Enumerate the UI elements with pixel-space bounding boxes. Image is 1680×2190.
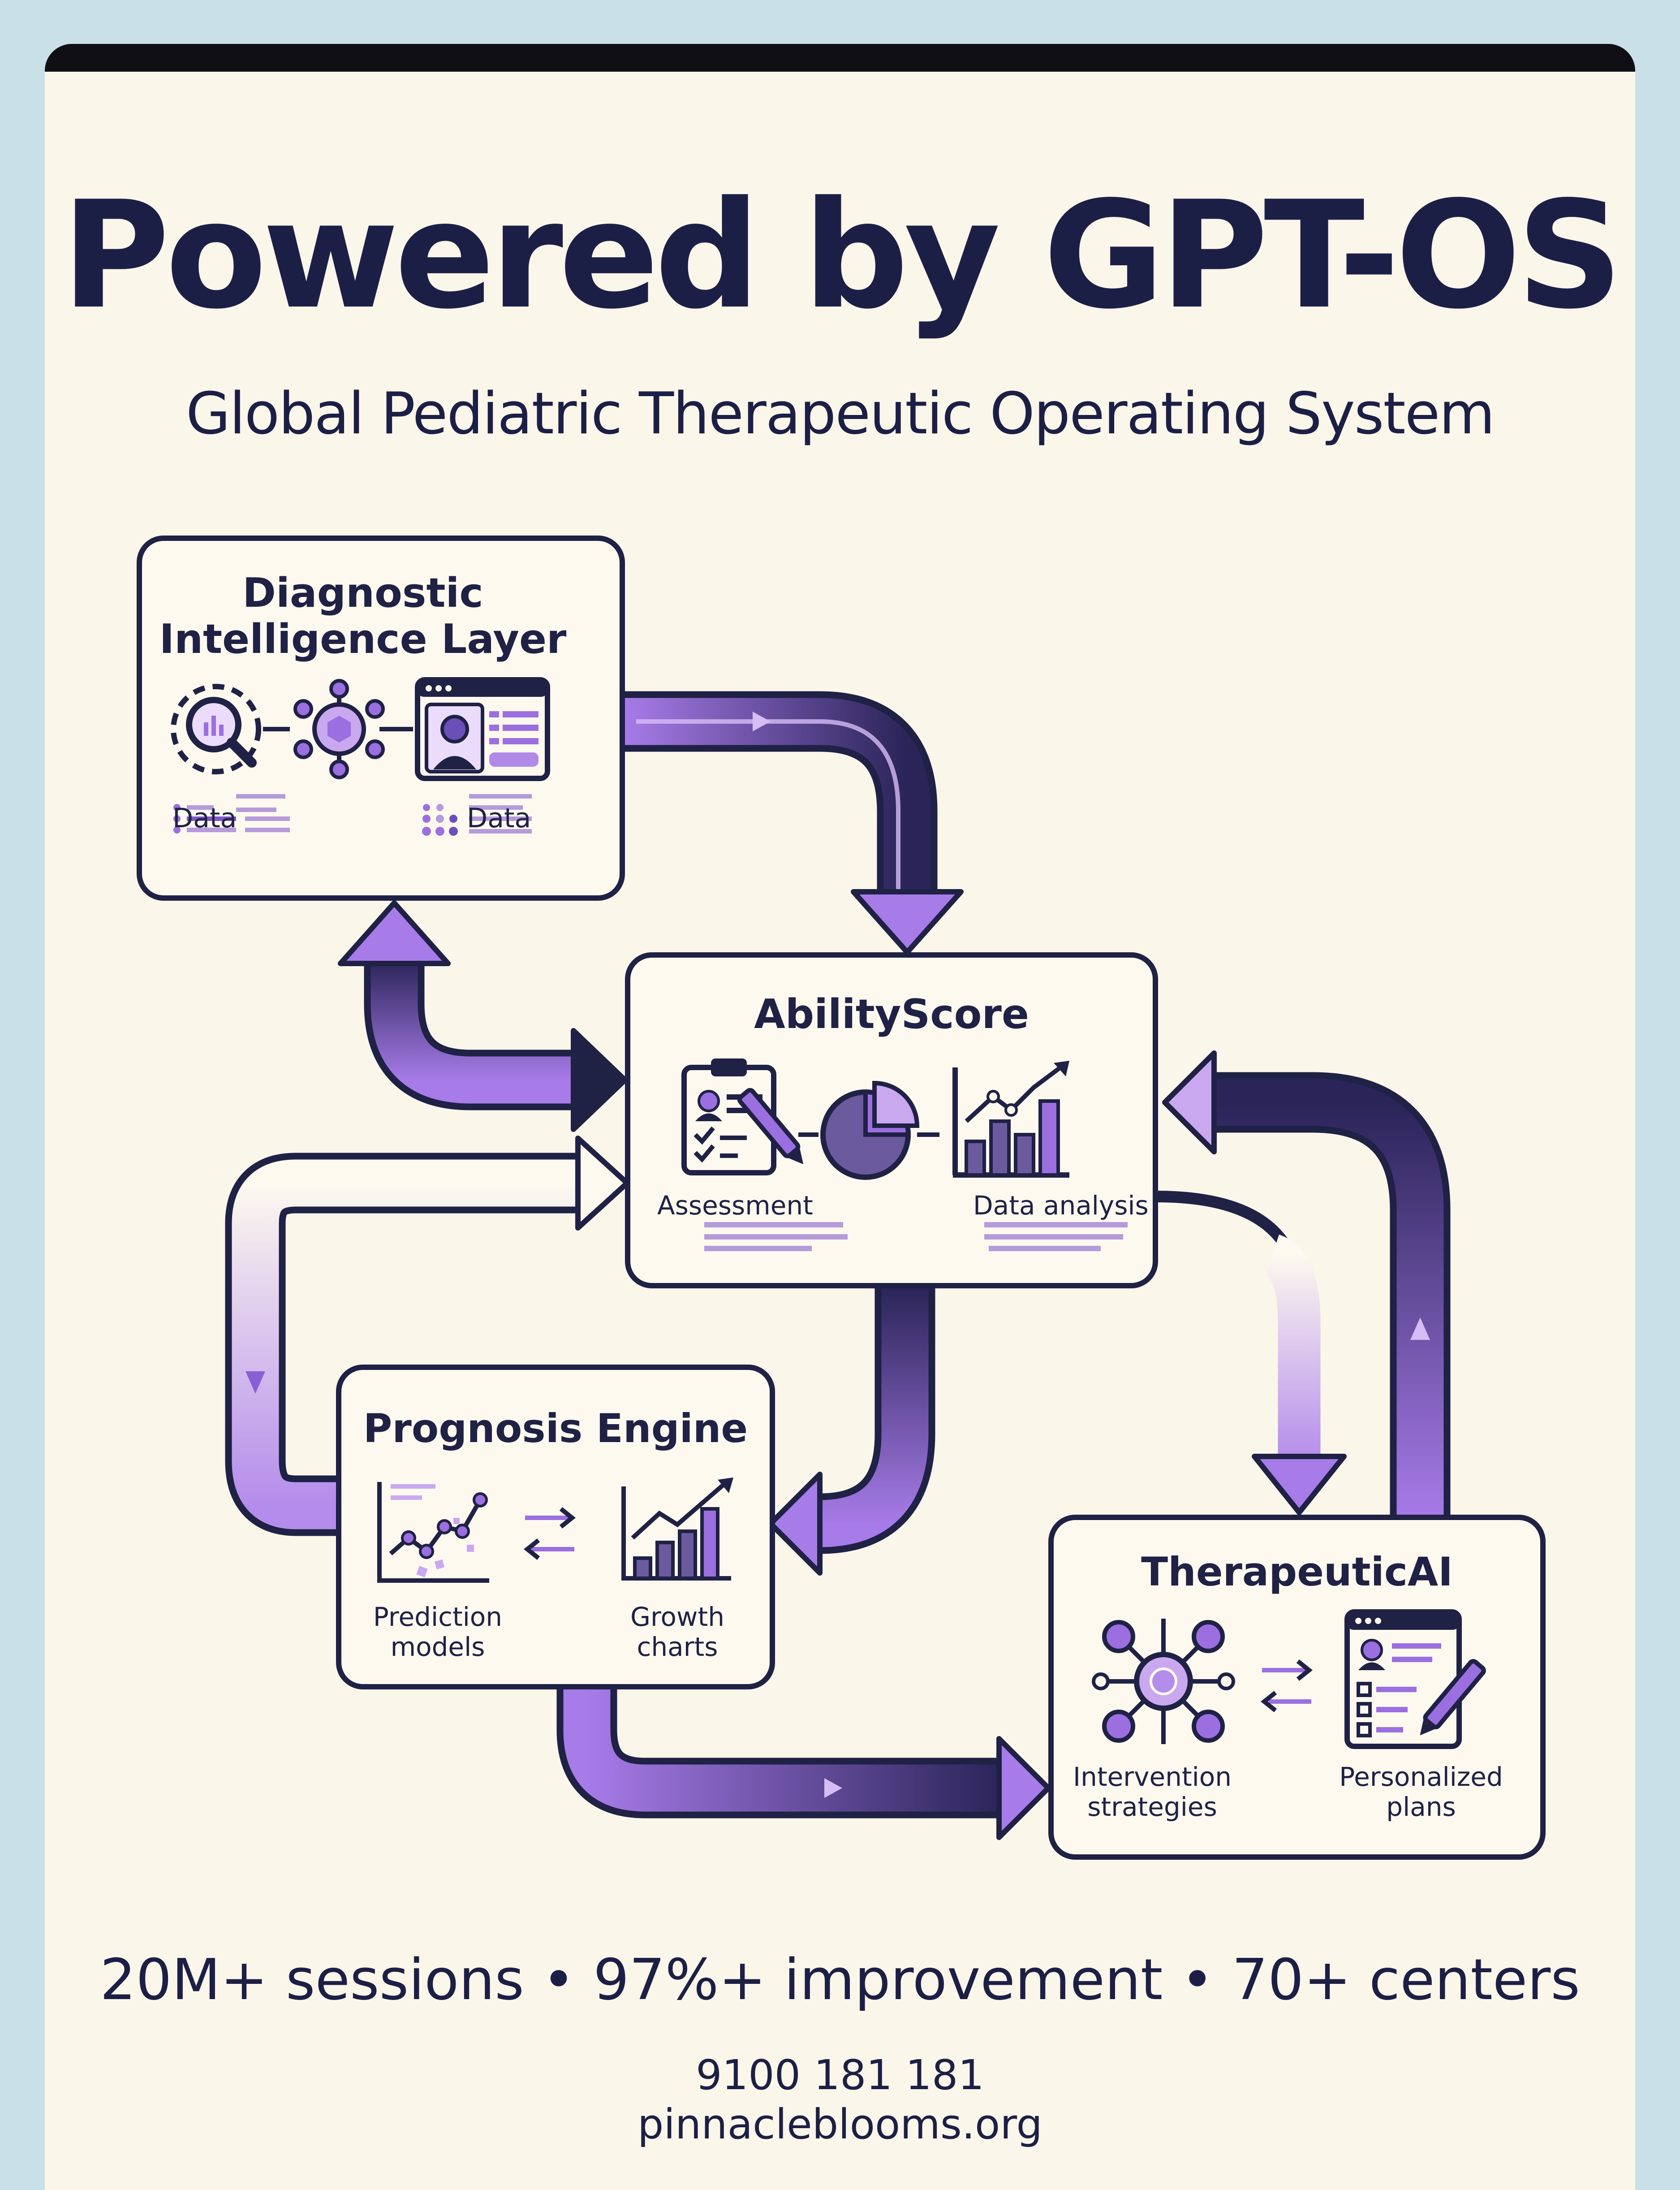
node-title: Prognosis Engine — [363, 1405, 748, 1451]
arrow-prognosis-to-ability — [225, 1136, 630, 1536]
diagnostic-icons — [171, 677, 550, 836]
arrow-diagnostic-to-ability — [625, 691, 964, 955]
prognosis-icons — [377, 1477, 733, 1583]
magnifier-icon — [171, 684, 261, 774]
label-assessment: Assessment — [657, 1190, 813, 1221]
label-data-analysis: Data analysis — [973, 1190, 1149, 1221]
node-therapeuticai: TherapeuticAI — [1048, 1515, 1546, 1860]
node-prognosis-engine: Prognosis Engine — [336, 1365, 775, 1689]
growth-chart-icon — [621, 1477, 733, 1581]
profile-window-icon — [415, 677, 550, 781]
prediction-chart-icon — [377, 1482, 489, 1583]
phone-number[interactable]: 9100 181 181 — [696, 2051, 984, 2099]
data-list-left — [173, 794, 290, 834]
label-data-left: Data — [172, 803, 237, 834]
arrow-ability-to-therapeutic — [1155, 1191, 1347, 1515]
arrow-prognosis-to-therapeutic — [556, 1689, 1051, 1840]
website-link[interactable]: pinnacleblooms.org — [638, 2100, 1042, 2148]
arrow-ability-to-prognosis — [768, 1286, 935, 1576]
label-data-right: Data — [467, 803, 531, 834]
node-diagnostic-intelligence: Diagnostic Intelligence Layer — [137, 536, 625, 901]
node-title-line1: Diagnostic — [242, 570, 483, 617]
label-personalized: Personalized — [1339, 1762, 1503, 1792]
label-charts: charts — [637, 1632, 718, 1662]
network-icon — [293, 679, 385, 779]
exchange-arrows-icon — [523, 1507, 576, 1560]
therapeutic-icons — [1092, 1609, 1486, 1749]
pie-chart-icon — [820, 1080, 920, 1180]
label-models: models — [390, 1632, 485, 1662]
node-title: AbilityScore — [754, 991, 1029, 1038]
node-title-line2: Intelligence Layer — [159, 616, 567, 663]
page-subtitle: Global Pediatric Therapeutic Operating S… — [185, 380, 1495, 447]
plan-document-icon — [1344, 1609, 1486, 1749]
arrow-therapeutic-to-ability — [1162, 1050, 1451, 1519]
stats-line: 20M+ sessions • 97%+ improvement • 70+ c… — [100, 1947, 1580, 2013]
bar-chart-icon — [952, 1061, 1069, 1178]
exchange-arrows-icon — [1260, 1659, 1313, 1712]
clipboard-icon — [681, 1058, 804, 1175]
label-strategies: strategies — [1087, 1792, 1217, 1822]
label-plans: plans — [1386, 1792, 1456, 1822]
label-intervention: Intervention — [1073, 1762, 1232, 1792]
label-growth: Growth — [630, 1602, 724, 1632]
page-title: Powered by GPT-OS — [61, 169, 1623, 341]
data-list-right — [422, 794, 532, 836]
arrow-ability-diagnostic-loop — [338, 900, 628, 1132]
hub-network-icon — [1092, 1619, 1235, 1744]
ability-icons — [681, 1058, 1128, 1251]
node-abilityscore: AbilityScore — [625, 952, 1158, 1288]
label-prediction: Prediction — [373, 1602, 503, 1632]
node-title: TherapeuticAI — [1141, 1549, 1453, 1595]
